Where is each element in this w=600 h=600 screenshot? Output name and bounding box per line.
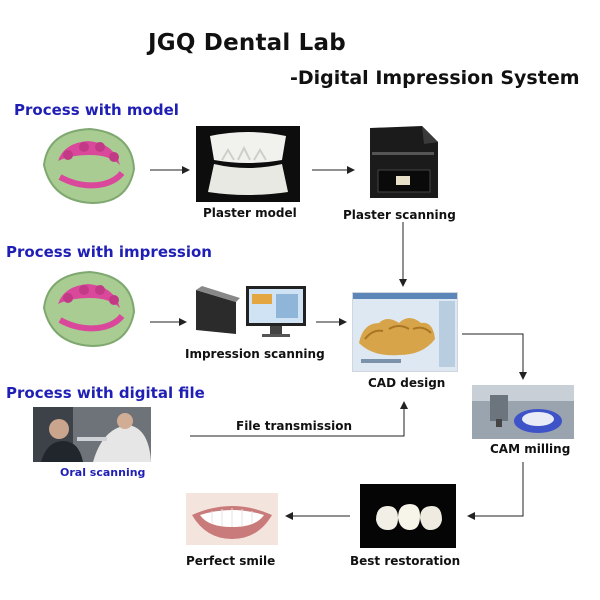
section-impression-heading: Process with impression bbox=[6, 243, 212, 261]
impression-scanner-photo bbox=[192, 282, 310, 340]
section-digital-heading: Process with digital file bbox=[6, 384, 205, 402]
arrow-cam-to-restoration bbox=[467, 462, 524, 520]
oral-scanning-photo bbox=[33, 407, 151, 462]
perfect-smile-photo bbox=[186, 493, 278, 545]
best-restoration-photo bbox=[360, 484, 456, 548]
label-plaster-model: Plaster model bbox=[203, 206, 297, 220]
label-file-transmission: File transmission bbox=[236, 419, 352, 433]
arrow-oral-scan-to-cad bbox=[190, 401, 408, 437]
label-oral-scanning: Oral scanning bbox=[60, 466, 146, 479]
label-impression-scanning: Impression scanning bbox=[185, 347, 325, 361]
label-best-restoration: Best restoration bbox=[350, 554, 461, 568]
page-subtitle: -Digital Impression System bbox=[290, 67, 580, 89]
cad-design-photo bbox=[352, 292, 458, 372]
label-plaster-scanning: Plaster scanning bbox=[343, 208, 456, 222]
plaster-scanner-photo bbox=[362, 122, 444, 204]
arrow-cad-to-cam bbox=[462, 333, 527, 380]
plaster-model-photo bbox=[196, 126, 300, 202]
label-perfect-smile: Perfect smile bbox=[186, 554, 276, 568]
page-title: JGQ Dental Lab bbox=[148, 30, 346, 56]
label-cam-milling: CAM milling bbox=[490, 442, 571, 456]
label-cad-design: CAD design bbox=[368, 376, 446, 390]
cam-milling-photo bbox=[472, 385, 574, 439]
section-model-heading: Process with model bbox=[14, 101, 179, 119]
impression-photo-2 bbox=[38, 268, 138, 350]
impression-photo-1 bbox=[38, 125, 138, 207]
